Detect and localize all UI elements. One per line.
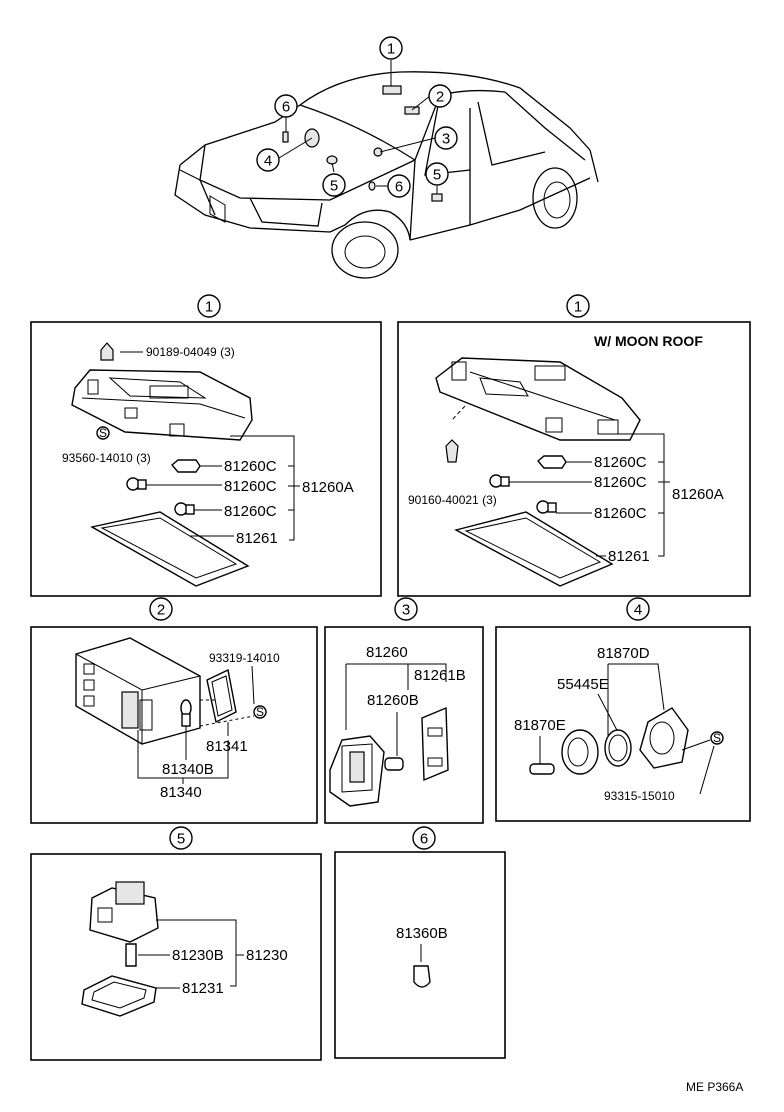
- car-overview: 1 2 3 4 5 6 5 6: [174, 36, 599, 279]
- label-bulb-4: 81870E: [514, 717, 566, 734]
- label-screw-2: 93319-14010: [209, 651, 280, 665]
- moonroof-lamp-housing: [435, 357, 641, 441]
- wedge-bulb-icon: [126, 477, 140, 491]
- panel-2: 2 S 93319-14010 81341 81340B 81340: [30, 597, 318, 824]
- label-lens-3: 81261B: [414, 667, 466, 684]
- callout-circle-3: [434, 126, 458, 150]
- panel-6-frame: [334, 851, 506, 1059]
- panel-5: 5 81230B 81230 81231: [30, 826, 322, 1061]
- callout-2: 2: [436, 89, 444, 106]
- festoon-bulb-icon: [171, 459, 201, 473]
- map-lens: [206, 668, 237, 724]
- panel-4-frame: [495, 626, 751, 822]
- callout-circle-1: [379, 36, 403, 60]
- label-lens-moonroof: 81261: [608, 548, 650, 565]
- courtesy-bulb-icon: [529, 763, 555, 775]
- step-lens: [81, 975, 157, 1017]
- label-bulb-3-panel: 81260B: [367, 692, 419, 709]
- callout-1: 1: [387, 41, 395, 58]
- label-bulb-2-panel: 81340B: [162, 761, 214, 778]
- moonroof-note: W/ MOON ROOF: [594, 333, 703, 349]
- callout-5b: 5: [433, 167, 441, 184]
- label-lens: 81261: [236, 530, 278, 547]
- label-bulb-1-moonroof: 81260C: [594, 454, 647, 471]
- label-screw: 93560-14010 (3): [62, 451, 151, 465]
- screw-symbol-4: S: [713, 731, 721, 745]
- label-bulb-2: 81260C: [224, 478, 277, 495]
- vanity-bulb-icon: [384, 757, 404, 771]
- callout-circle-6a: [274, 94, 298, 118]
- label-bulb-2-moonroof: 81260C: [594, 474, 647, 491]
- step-lamp-connector: [115, 881, 145, 905]
- panel-5-callout: 5: [177, 831, 185, 848]
- map-lamp-housing: [75, 637, 201, 745]
- panel-2-frame: [30, 626, 318, 824]
- label-assy-2: 81340: [160, 784, 202, 801]
- panel-1b-frame: [397, 321, 751, 597]
- label-assy-3: 81260: [366, 644, 408, 661]
- label-bulb-3-moonroof: 81260C: [594, 505, 647, 522]
- label-clip: 90189-04049 (3): [146, 345, 235, 359]
- panel-1-moonroof: 1 W/ MOON ROOF 90160-40021 (3) 81260C 81…: [397, 294, 751, 597]
- courtesy-lamp-body: [639, 707, 689, 769]
- dome-lamp-housing: [71, 369, 253, 441]
- label-ring: 55445E: [557, 676, 609, 693]
- label-screw-4: 93315-15010: [604, 789, 675, 803]
- footer-code: ME P366A: [686, 1080, 743, 1094]
- callout-4: 4: [264, 153, 272, 170]
- step-bulb-icon: [125, 943, 137, 967]
- panel-3-frame: [324, 626, 484, 824]
- wedge-bulb-icon-2: [174, 502, 188, 516]
- callout-circle-4: [256, 148, 280, 172]
- label-bulb-6: 81360B: [396, 925, 448, 942]
- panel-1-callout: 1: [205, 299, 213, 316]
- panel-1: 1 90189-04049 (3) S 93560-14010 (3) 8126…: [30, 294, 382, 597]
- callout-5a: 5: [330, 178, 338, 195]
- socket: [561, 729, 599, 775]
- screw-symbol: S: [99, 426, 107, 440]
- screw-symbol-2: S: [256, 705, 264, 719]
- panel-6: 6 81360B: [334, 826, 506, 1059]
- label-bulb-3: 81260C: [224, 503, 277, 520]
- label-lens-2: 81341: [206, 738, 248, 755]
- callout-3: 3: [442, 131, 450, 148]
- panel-1b-callout: 1: [574, 299, 582, 316]
- panel-4-callout: 4: [634, 602, 642, 619]
- label-assy-4: 81870D: [597, 645, 650, 662]
- wedge-bulb-icon-6: [413, 965, 431, 988]
- callout-circle-6b: [387, 174, 411, 198]
- moonroof-lens-cover: [454, 511, 614, 587]
- callout-circle-5b: [425, 162, 449, 186]
- panel-6-callout: 6: [420, 831, 428, 848]
- callout-circle-5a: [322, 173, 346, 197]
- label-assy: 81260A: [302, 479, 354, 496]
- callout-6b: 6: [395, 179, 403, 196]
- label-bulb-5: 81230B: [172, 947, 224, 964]
- panel-1-frame: [30, 321, 382, 597]
- label-lens-5: 81231: [182, 980, 224, 997]
- panel-3: 3 81260 81261B 81260B: [324, 597, 484, 824]
- panel-3-callout: 3: [402, 602, 410, 619]
- label-bulb-1: 81260C: [224, 458, 277, 475]
- panel-5-frame: [30, 853, 322, 1061]
- callout-circle-2: [428, 84, 452, 108]
- label-screw-moonroof: 90160-40021 (3): [408, 493, 497, 507]
- label-assy-moonroof: 81260A: [672, 486, 724, 503]
- label-assy-5: 81230: [246, 947, 288, 964]
- screw-icon: [445, 439, 459, 463]
- vanity-lens: [421, 706, 449, 782]
- panel-2-callout: 2: [157, 602, 165, 619]
- switch-panel: [121, 691, 139, 729]
- panel-4: 4 81870D 55445E 81870E S 93315-15010: [495, 597, 751, 822]
- lens-cover: [90, 511, 250, 587]
- clip-icon: [100, 342, 114, 361]
- callout-6a: 6: [282, 99, 290, 116]
